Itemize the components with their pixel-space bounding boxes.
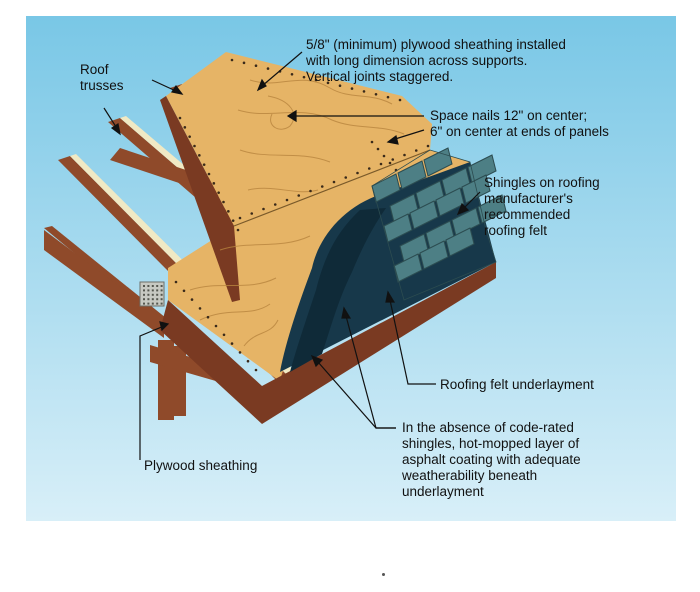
nail-pattern (174, 58, 430, 372)
label-plywood-sheathing: Plywood sheathing (144, 458, 258, 473)
leader-lines (103, 51, 481, 460)
label-asphalt-coating: In the absence of code-rated shingles, h… (402, 420, 581, 499)
label-roof-trusses: Roof trusses (80, 62, 124, 93)
label-sheathing-install: 5/8" (minimum) plywood sheathing install… (306, 37, 566, 84)
label-nail-spacing: Space nails 12" on center; 6" on center … (430, 108, 609, 139)
label-felt-underlayment: Roofing felt underlayment (440, 377, 594, 392)
shingles (371, 147, 507, 301)
truss-plate-icon (139, 281, 165, 307)
stray-mark (382, 573, 385, 576)
label-shingles: Shingles on roofing manufacturer's recom… (484, 175, 600, 238)
plywood-sheathing-panels (160, 52, 496, 424)
